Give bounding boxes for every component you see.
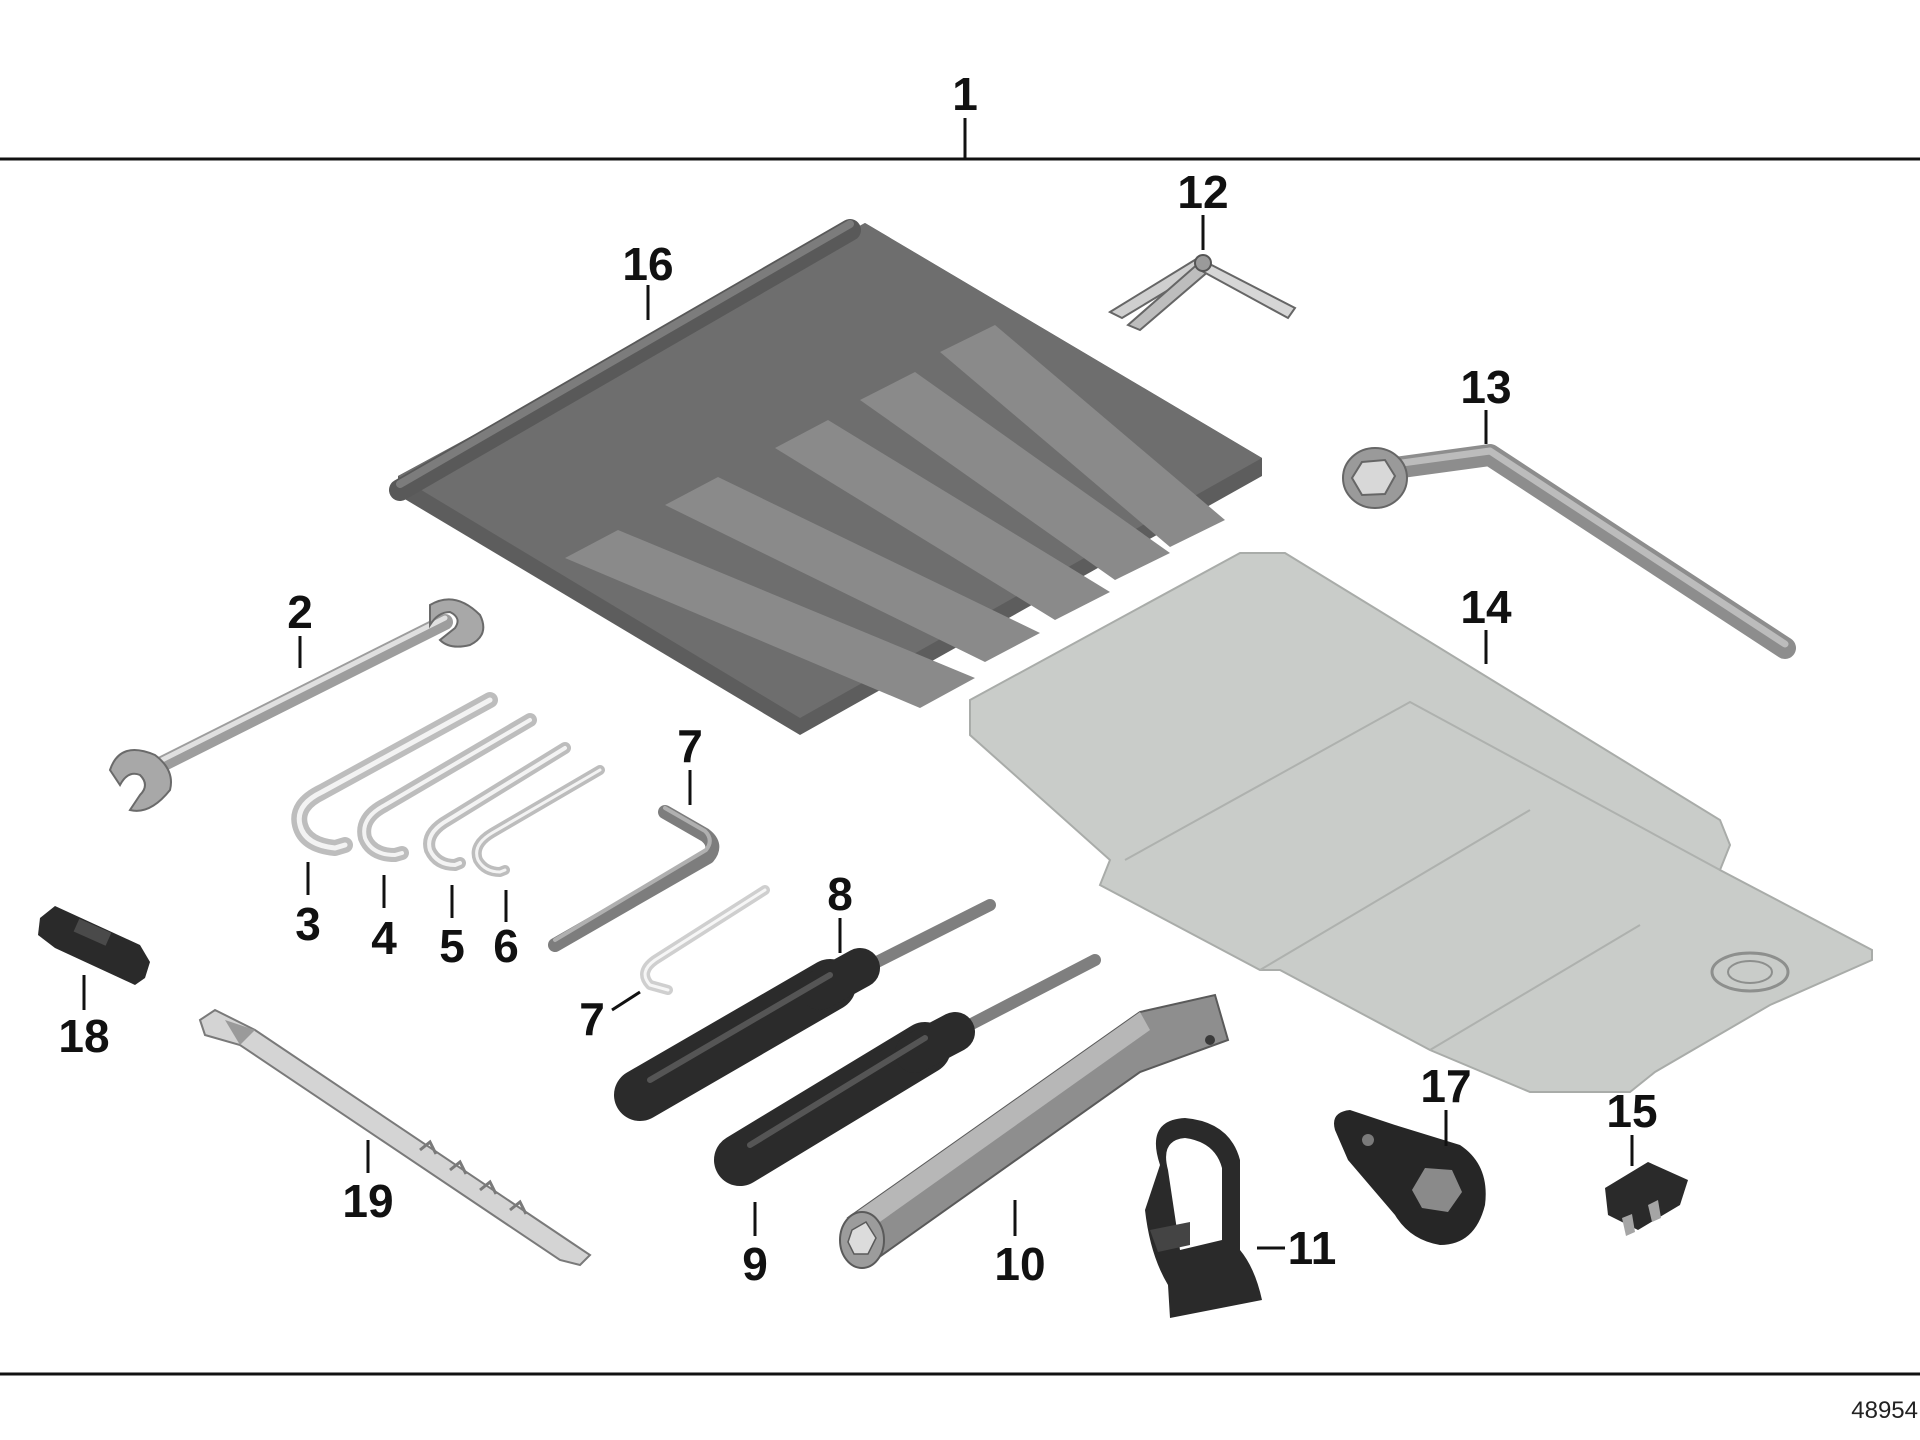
- callout-11: 11: [1288, 1222, 1337, 1274]
- cable-tie-strap-icon: [198, 1008, 592, 1267]
- callout-4: 4: [371, 912, 397, 964]
- feeler-gauge-icon: [1107, 254, 1297, 332]
- tool-kit-mat-icon: [969, 552, 1873, 1093]
- callout-16: 16: [622, 238, 673, 290]
- callout-17: 17: [1420, 1060, 1471, 1112]
- callout-7-upper: 7: [677, 720, 703, 772]
- callout-12: 12: [1177, 166, 1228, 218]
- callout-10: 10: [994, 1238, 1045, 1290]
- callout-2: 2: [287, 586, 313, 638]
- torx-key-icon: [548, 805, 720, 952]
- callout-7-lower: 7: [579, 993, 605, 1045]
- fuse-puller-icon: [38, 906, 150, 985]
- callout-1: 1: [952, 68, 978, 120]
- small-hex-key-icon: [640, 885, 770, 995]
- callout-8: 8: [827, 868, 853, 920]
- callout-numbers: 1 2 3 4 5 6 7 7 8 9 10 11 12 13 14 15 16…: [58, 68, 1657, 1290]
- callout-14: 14: [1460, 581, 1512, 633]
- tool-tray-icon: [389, 219, 1262, 735]
- callout-19: 19: [342, 1175, 393, 1227]
- fuse-icon: [1605, 1162, 1688, 1236]
- clip-holder-icon: [1145, 1118, 1262, 1318]
- open-end-wrench-icon: [108, 598, 485, 812]
- flat-screwdriver-icon: [714, 954, 1101, 1186]
- callout-9: 9: [742, 1238, 768, 1290]
- callout-6: 6: [493, 920, 519, 972]
- leader-lines: [82, 118, 1634, 1250]
- callout-13: 13: [1460, 361, 1511, 413]
- callout-3: 3: [295, 898, 321, 950]
- hex-key-set-icon: [291, 692, 605, 877]
- callout-5: 5: [439, 920, 465, 972]
- wheel-wrench-icon: [1342, 444, 1796, 659]
- spark-plug-wrench-icon: [839, 993, 1230, 1269]
- phillips-screwdriver-icon: [614, 899, 996, 1121]
- diagram-id: 48954: [1851, 1397, 1918, 1424]
- holder-bracket-icon: [1334, 1110, 1486, 1245]
- callout-18: 18: [58, 1010, 109, 1062]
- callout-15: 15: [1606, 1085, 1657, 1137]
